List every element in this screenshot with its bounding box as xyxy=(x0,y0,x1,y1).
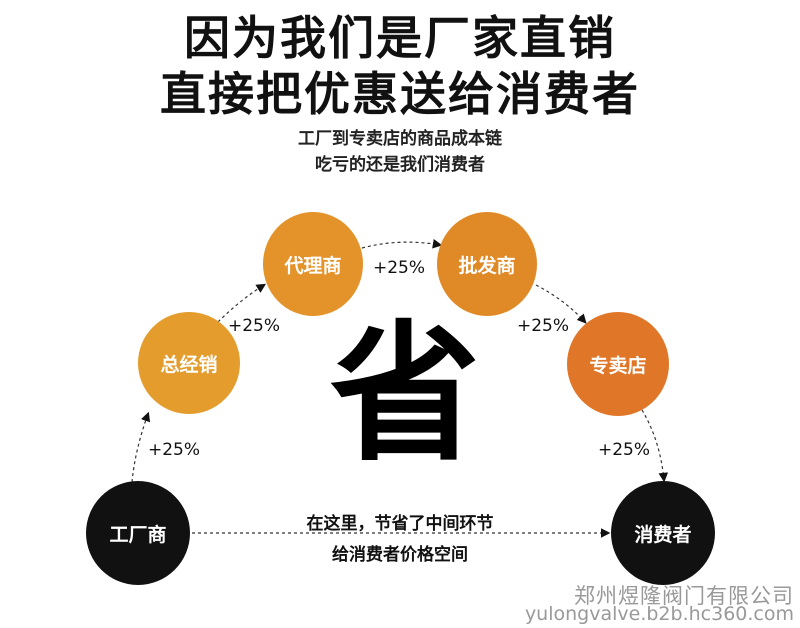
node-store: 专卖店 xyxy=(567,312,669,416)
arrow-store-to-consumer xyxy=(641,409,669,483)
node-consumer: 消费者 xyxy=(611,481,715,585)
arrow-wholesaler-to-store xyxy=(535,284,587,324)
watermark-company: 郑州煜隆阀门有限公司 xyxy=(574,584,794,608)
node-wholesaler: 批发商 xyxy=(437,212,537,316)
markup-label-1: +25% xyxy=(148,440,201,460)
watermark-url: yulongvalve.b2b.hc360.com xyxy=(524,603,794,625)
headline-line-2: 直接把优惠送给消费者 xyxy=(160,67,640,121)
arrow-factory-to-distributor xyxy=(131,411,151,483)
arrow-distributor-to-agent xyxy=(217,283,267,323)
node-agent: 代理商 xyxy=(263,212,363,316)
node-factory: 工厂商 xyxy=(86,481,190,585)
markup-label-5: +25% xyxy=(598,440,651,460)
subtitle-line-2: 吃亏的还是我们消费者 xyxy=(315,155,485,175)
bottom-text-line-2: 给消费者价格空间 xyxy=(332,545,468,565)
subtitle-line-1: 工厂到专卖店的商品成本链 xyxy=(298,129,502,149)
node-general-distributor: 总经销 xyxy=(138,312,240,414)
markup-label-4: +25% xyxy=(517,316,570,336)
markup-label-2: +25% xyxy=(228,316,281,336)
bottom-text-line-1: 在这里，节省了中间环节 xyxy=(306,514,494,534)
markup-label-3: +25% xyxy=(373,258,426,278)
save-character: 省 xyxy=(330,308,481,482)
headline-line-1: 因为我们是厂家直销 xyxy=(184,11,616,65)
arrow-agent-to-wholesaler xyxy=(361,239,443,249)
